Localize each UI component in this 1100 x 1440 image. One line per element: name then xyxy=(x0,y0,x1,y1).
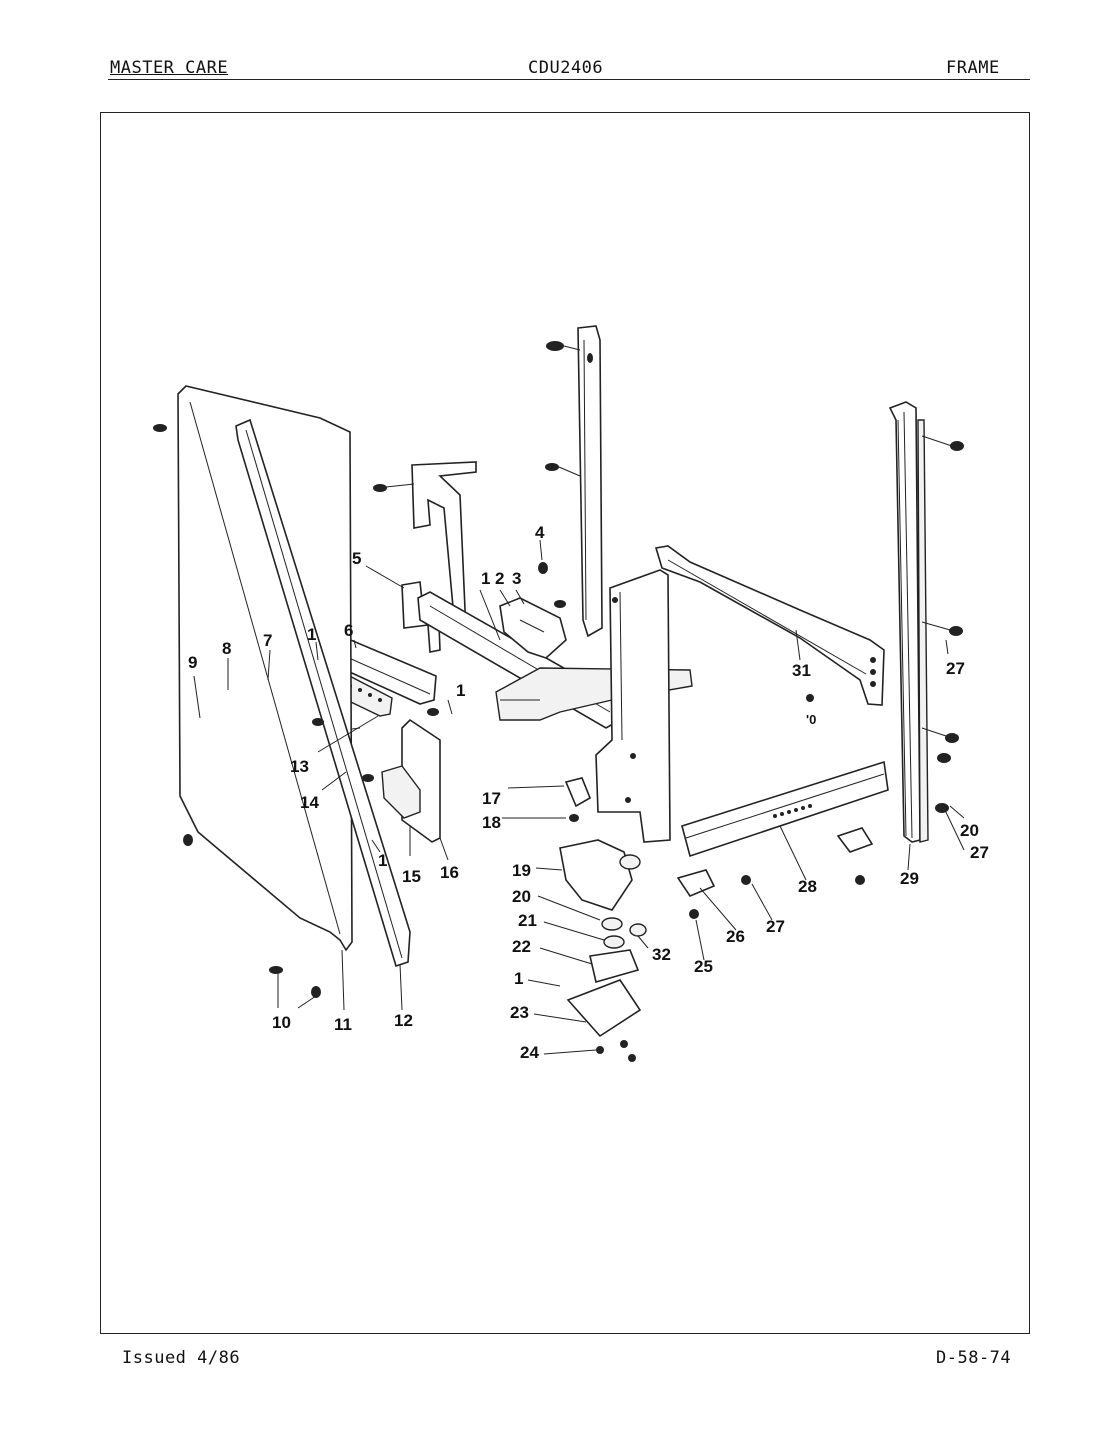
diagram-frame xyxy=(100,112,1030,1334)
bracket-2-3 xyxy=(499,597,567,659)
callout-3: 3 xyxy=(512,569,521,588)
callout-14: 14 xyxy=(300,793,319,812)
callout-1-hinge: 1 xyxy=(514,969,523,988)
callout-7: 7 xyxy=(263,631,272,650)
callout-27-right: 27 xyxy=(970,843,989,862)
header-section-title: FRAME xyxy=(946,58,1000,78)
callout-27-upper: 27 xyxy=(946,659,965,678)
footer-page-code: D-58-74 xyxy=(936,1348,1012,1368)
callout-17: 17 xyxy=(482,789,501,808)
bottom-rail-28 xyxy=(681,694,889,858)
callout-16: 16 xyxy=(440,863,459,882)
front-rails-11-12 xyxy=(177,385,411,968)
callout-9: 9 xyxy=(188,653,197,672)
callout-2: 2 xyxy=(495,569,504,588)
callout-26: 26 xyxy=(726,927,745,946)
side-rail-31 xyxy=(654,545,885,706)
callout-8: 8 xyxy=(222,639,231,658)
callout-29: 29 xyxy=(900,869,919,888)
callout-11: 11 xyxy=(334,1015,352,1034)
callout-5: 5 xyxy=(352,549,361,568)
callout-12: 12 xyxy=(394,1011,413,1030)
callout-1-left: 1 xyxy=(307,625,316,644)
callout-27-bottom: 27 xyxy=(766,917,785,936)
callout-21: 21 xyxy=(518,911,537,930)
header-brand: MASTER CARE xyxy=(110,58,229,78)
callout-31: 31 xyxy=(792,661,811,680)
callout-1-lower: 1 xyxy=(378,851,387,870)
callout-24: 24 xyxy=(520,1043,539,1062)
callout-18: 18 xyxy=(482,813,501,832)
hinge-assembly-19-24 xyxy=(559,839,647,1062)
callout-1-upper: 1 xyxy=(481,569,490,588)
right-rail-29 xyxy=(888,401,964,843)
callout-19: 19 xyxy=(512,861,531,880)
callout-22: 22 xyxy=(512,937,531,956)
main-frame-body xyxy=(401,569,693,843)
callout-25: 25 xyxy=(694,957,713,976)
callout-6: 6 xyxy=(344,621,353,640)
header-rule xyxy=(108,79,1030,80)
callout-28: 28 xyxy=(798,877,817,896)
callout-13: 13 xyxy=(290,757,309,776)
callout-labels: 1 2 3 4 5 1 6 7 8 9 1 13 14 17 18 1 15 1… xyxy=(188,523,989,1062)
callout-leaders xyxy=(193,539,965,1055)
footer-issued-date: Issued 4/86 xyxy=(122,1348,241,1368)
callout-15: 15 xyxy=(402,867,421,886)
center-rear-post xyxy=(545,325,603,638)
header-model-number: CDU2406 xyxy=(528,58,604,78)
callout-20-right: 20 xyxy=(960,821,979,840)
callout-32: 32 xyxy=(652,945,671,964)
callout-4: 4 xyxy=(535,523,545,542)
callout-10: 10 xyxy=(272,1013,291,1032)
callout-1-center: 1 xyxy=(456,681,465,700)
panel-16-clip-15 xyxy=(343,718,441,843)
small-hardware xyxy=(153,424,874,998)
callout-20-left: 20 xyxy=(512,887,531,906)
callout-30-faint: '0 xyxy=(806,712,816,727)
callout-23: 23 xyxy=(510,1003,529,1022)
